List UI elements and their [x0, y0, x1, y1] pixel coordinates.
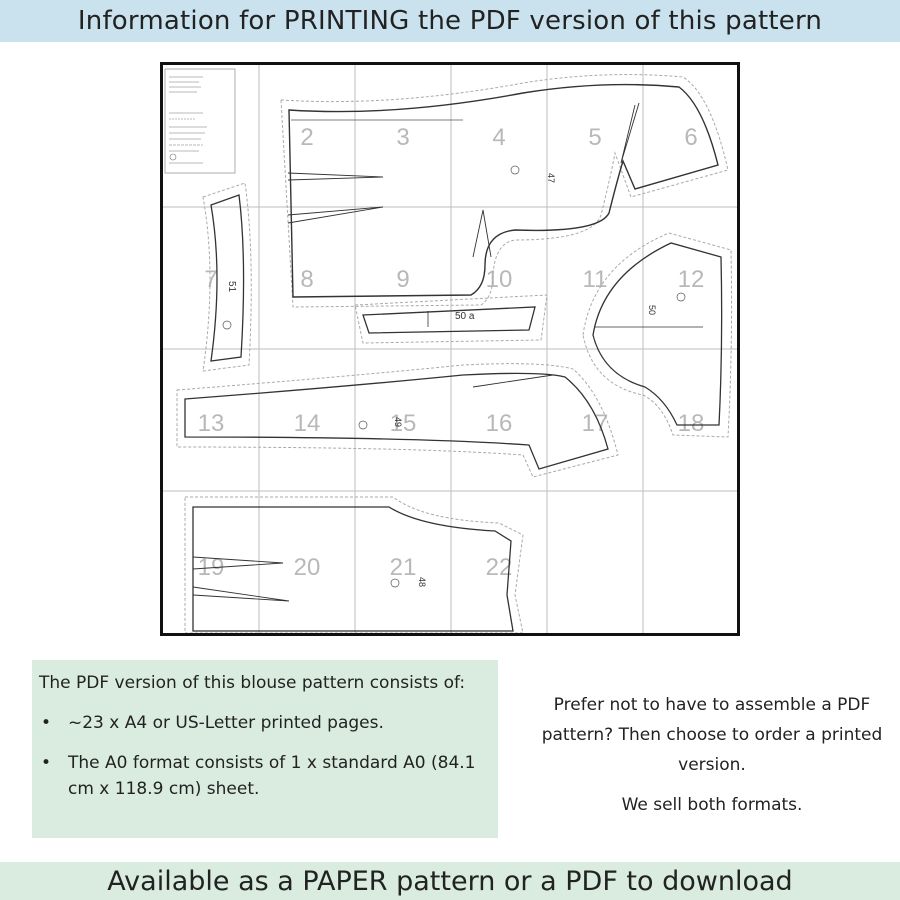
page-grid — [163, 65, 737, 633]
pdf-info-panel: The PDF version of this blouse pattern c… — [32, 660, 498, 838]
printed-version-offer: Prefer not to have to assemble a PDF pat… — [541, 695, 883, 775]
page-number: 7 — [204, 266, 217, 293]
printed-version-note: Prefer not to have to assemble a PDF pat… — [540, 690, 884, 820]
pattern-legend — [164, 68, 236, 174]
piece-label: 47 — [546, 173, 556, 183]
header-title: Information for PRINTING the PDF version… — [77, 6, 823, 36]
both-formats-note: We sell both formats. — [621, 795, 803, 815]
page-number: 16 — [486, 410, 513, 437]
bullet-icon: • — [41, 753, 52, 773]
page-number: 18 — [678, 410, 705, 437]
footer-banner: Available as a PAPER pattern or a PDF to… — [0, 862, 900, 900]
pdf-info-intro: The PDF version of this blouse pattern c… — [39, 673, 466, 693]
page-number: 3 — [396, 124, 409, 151]
front-bodice-piece: 47 — [280, 74, 729, 308]
pattern-sheet-drawing: 2 3 4 5 6 7 8 9 10 11 12 13 14 15 16 17 … — [163, 65, 737, 633]
piece-label: 48 — [417, 577, 427, 587]
list-item: • ~23 x A4 or US-Letter printed pages. — [39, 710, 486, 736]
collar-stand-piece: 50 a — [354, 294, 548, 344]
page-number: 13 — [198, 410, 225, 437]
page-number: 2 — [300, 124, 313, 151]
header-banner: Information for PRINTING the PDF version… — [0, 0, 900, 42]
page-number: 9 — [396, 266, 409, 293]
page-number: 5 — [588, 124, 601, 151]
page-number: 11 — [583, 266, 608, 293]
page-number: 6 — [684, 124, 697, 151]
lower-front-piece: 48 — [184, 496, 524, 633]
page-number: 15 — [390, 410, 417, 437]
page-number: 10 — [486, 266, 513, 293]
page-number: 21 — [390, 554, 417, 581]
facing-piece: 51 — [202, 182, 252, 372]
list-item-text: The A0 format consists of 1 x standard A… — [68, 753, 476, 799]
piece-label: 49 — [393, 417, 403, 427]
sleeve-piece: 50 — [582, 232, 733, 438]
piece-label: 51 — [226, 281, 237, 293]
page-number: 20 — [294, 554, 321, 581]
pattern-sheet-preview: 2 3 4 5 6 7 8 9 10 11 12 13 14 15 16 17 … — [160, 62, 740, 636]
list-item: • The A0 format consists of 1 x standard… — [39, 750, 486, 802]
piece-label: 50 — [647, 305, 657, 315]
list-item-text: ~23 x A4 or US-Letter printed pages. — [68, 713, 384, 733]
footer-title: Available as a PAPER pattern or a PDF to… — [107, 865, 793, 897]
page-number: 4 — [492, 124, 505, 151]
page-number: 14 — [294, 410, 321, 437]
back-piece: 49 — [176, 363, 619, 478]
piece-label: 50 a — [455, 311, 475, 322]
page-number: 8 — [300, 266, 313, 293]
bullet-icon: • — [41, 713, 52, 733]
page-number: 12 — [678, 266, 705, 293]
pdf-info-list: • ~23 x A4 or US-Letter printed pages. •… — [39, 710, 486, 802]
